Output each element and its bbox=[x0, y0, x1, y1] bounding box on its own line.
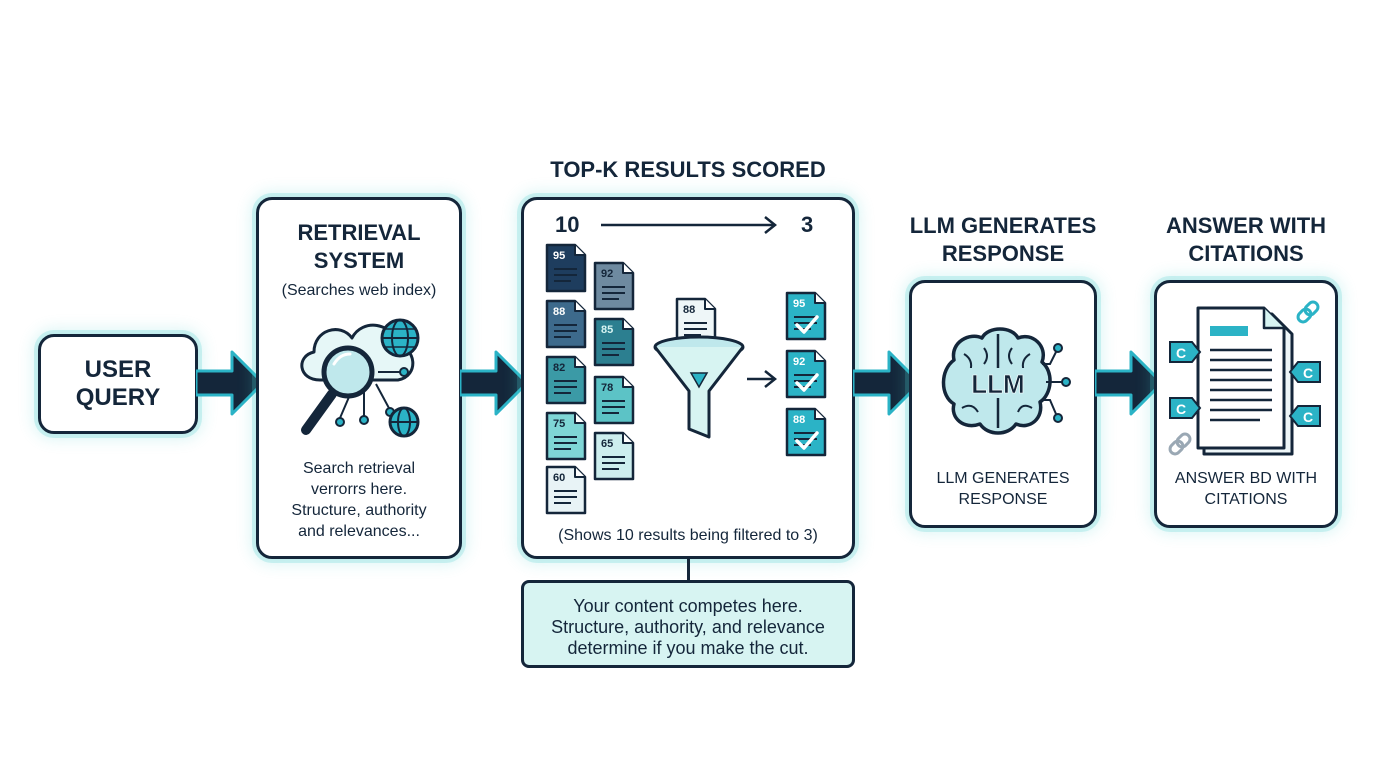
svg-text:95: 95 bbox=[793, 298, 805, 310]
svg-text:C: C bbox=[1303, 365, 1313, 381]
svg-text:82: 82 bbox=[553, 362, 565, 374]
selected-doc: 88 bbox=[785, 407, 827, 457]
flow-arrow-3 bbox=[853, 350, 922, 416]
svg-text:78: 78 bbox=[601, 382, 613, 394]
link-icon bbox=[1168, 432, 1192, 456]
topk-caption: (Shows 10 results being filtered to 3) bbox=[558, 527, 818, 544]
svg-text:88: 88 bbox=[793, 414, 805, 426]
svg-text:88: 88 bbox=[553, 306, 565, 318]
brain-label: LLM bbox=[971, 369, 1024, 399]
from-count: 10 bbox=[555, 212, 579, 237]
to-count: 3 bbox=[801, 212, 813, 237]
svg-text:C: C bbox=[1176, 401, 1186, 417]
svg-text:92: 92 bbox=[793, 356, 805, 368]
svg-text:65: 65 bbox=[601, 438, 613, 450]
selected-doc: 92 bbox=[785, 349, 827, 399]
svg-text:85: 85 bbox=[601, 324, 613, 336]
brain-icon: LLM bbox=[941, 327, 1071, 435]
user-query-label: USER QUERY bbox=[75, 356, 161, 411]
svg-text:C: C bbox=[1176, 345, 1186, 361]
cloud-search-globe-icon bbox=[300, 318, 420, 438]
svg-text:60: 60 bbox=[553, 472, 565, 484]
result-doc: 82 bbox=[545, 355, 587, 405]
result-doc: 78 bbox=[593, 375, 635, 425]
user-query-box bbox=[38, 334, 198, 434]
retrieval-subtitle: (Searches web index) bbox=[281, 282, 437, 299]
svg-text:95: 95 bbox=[553, 250, 565, 262]
retrieval-system-title: RETRIEVAL SYSTEM bbox=[297, 220, 421, 273]
result-doc: 88 bbox=[675, 297, 717, 347]
flow-arrow-2 bbox=[460, 350, 529, 416]
answer-document-icon: C C C C bbox=[1168, 300, 1321, 456]
result-doc: 92 bbox=[593, 261, 635, 311]
citation-tag: C bbox=[1288, 361, 1321, 383]
result-doc: 65 bbox=[593, 431, 635, 481]
svg-text:75: 75 bbox=[553, 418, 565, 430]
flow-arrow-4 bbox=[1095, 350, 1164, 416]
citation-tag: C bbox=[1169, 341, 1202, 363]
link-icon bbox=[1296, 300, 1320, 324]
answer-title: ANSWER WITH CITATIONS bbox=[1165, 213, 1327, 266]
citation-tag: C bbox=[1288, 405, 1321, 427]
selected-doc: 95 bbox=[785, 291, 827, 341]
result-doc: 85 bbox=[593, 317, 635, 367]
callout-box: Your content competes here. Structure, a… bbox=[521, 580, 855, 668]
callout-connector bbox=[687, 557, 690, 581]
svg-text:88: 88 bbox=[683, 304, 695, 316]
retrieval-description: Search retrieval verrorrs here. Structur… bbox=[291, 460, 427, 540]
llm-title: LLM GENERATES RESPONSE bbox=[909, 213, 1097, 266]
funnel-icon bbox=[653, 335, 745, 439]
citation-tag: C bbox=[1169, 397, 1202, 419]
topk-heading: TOP-K RESULTS SCORED bbox=[550, 157, 826, 182]
svg-text:92: 92 bbox=[601, 268, 613, 280]
answer-description: ANSWER BD WITH CITATIONS bbox=[1174, 470, 1318, 508]
flow-arrow-1 bbox=[196, 350, 265, 416]
llm-description: LLM GENERATES RESPONSE bbox=[936, 470, 1070, 508]
result-doc: 75 bbox=[545, 411, 587, 461]
result-doc: 88 bbox=[545, 299, 587, 349]
result-doc: 60 bbox=[545, 465, 587, 515]
topk-filter-diagram: 10 3 95 88 82 75 60 92 85 78 65 88 95 92… bbox=[545, 212, 827, 515]
svg-text:C: C bbox=[1303, 409, 1313, 425]
result-doc: 95 bbox=[545, 243, 587, 293]
